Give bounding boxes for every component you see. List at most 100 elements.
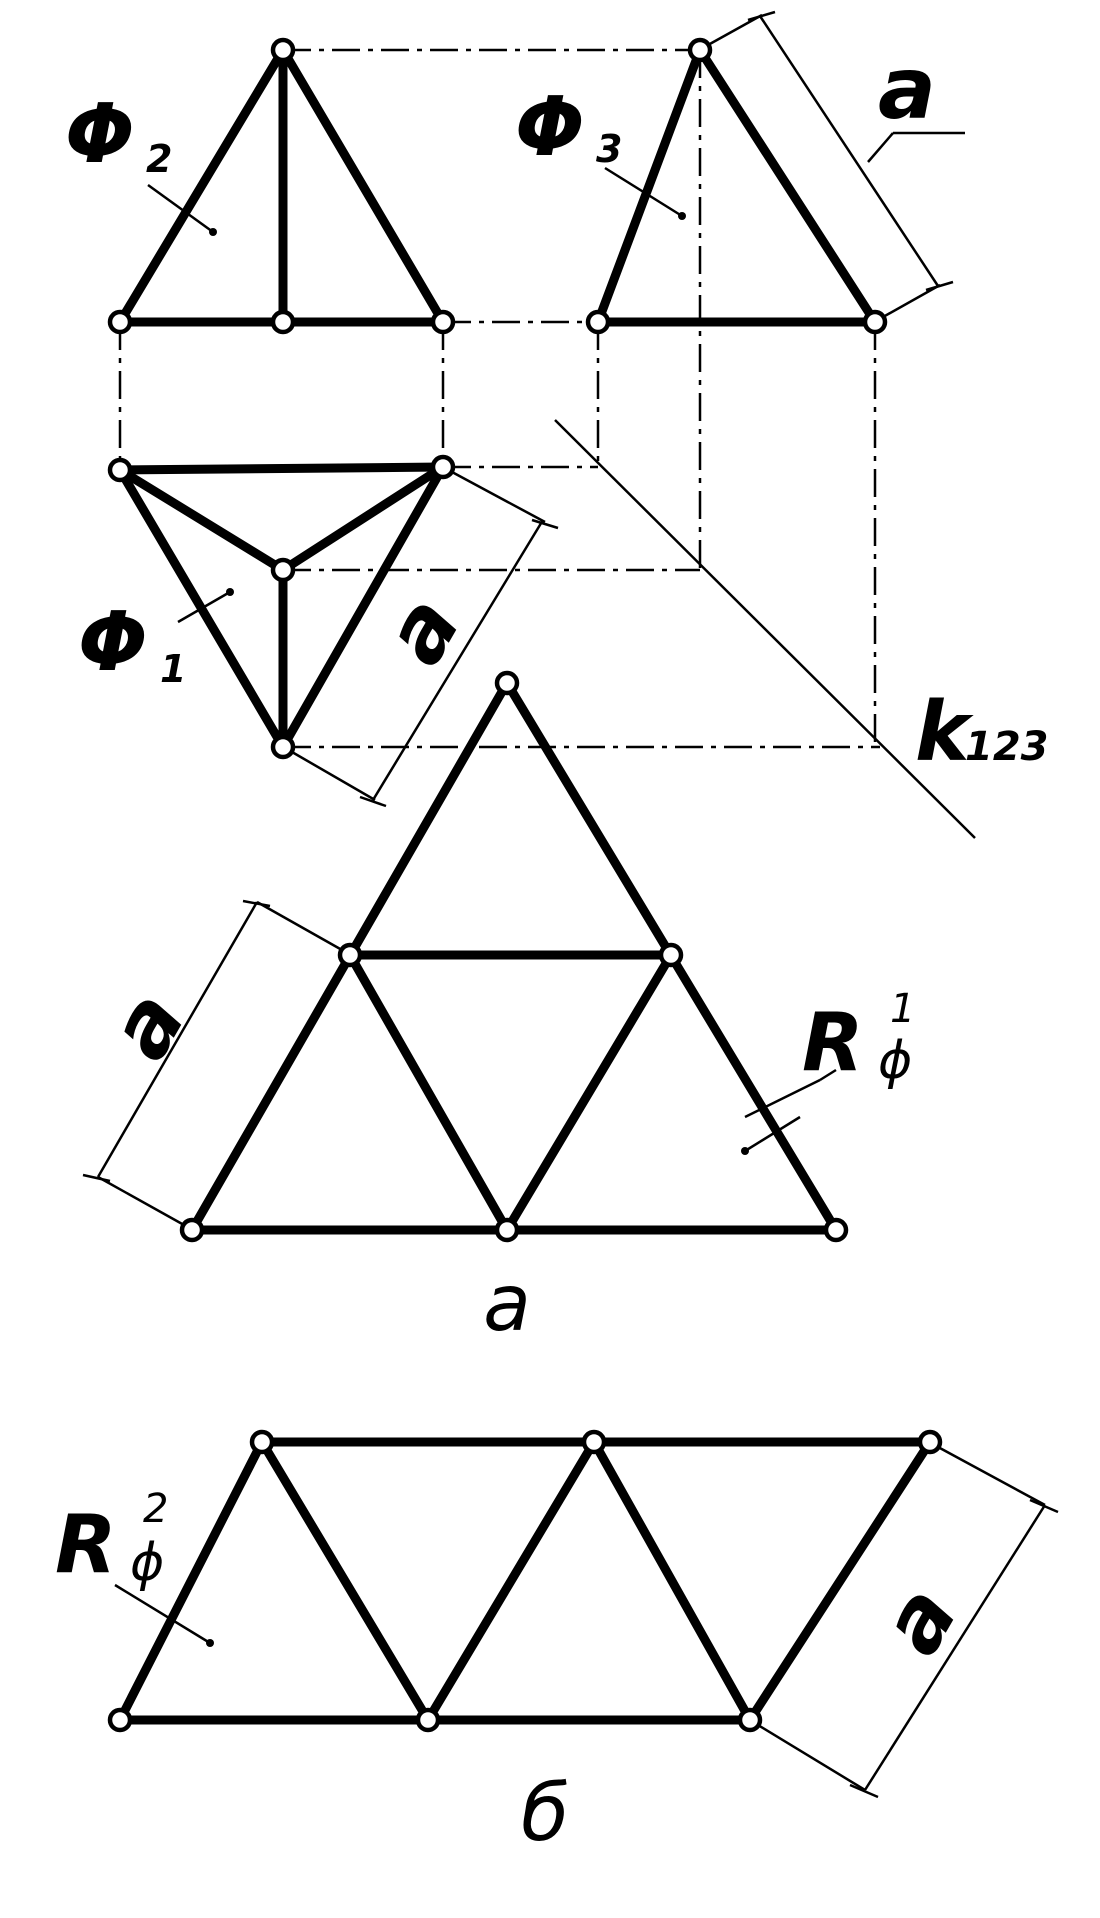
front-node-center	[270, 309, 296, 335]
top-node-left	[107, 457, 133, 483]
r1-node-base-left	[179, 1217, 205, 1243]
r1-leader-stem	[744, 1115, 801, 1153]
label-r1-sub: ϕ	[878, 1031, 912, 1091]
r2-node-top-2	[581, 1429, 607, 1455]
label-dim-right-strip: a	[862, 1570, 978, 1670]
projection-group: Φ 2 Φ 3 Φ 1 k 123 a a	[65, 10, 1049, 839]
r2-node-bottom-1	[107, 1707, 133, 1733]
dim-ext-bottom	[97, 1175, 185, 1227]
projection-lines	[118, 48, 880, 749]
dim-line	[371, 519, 545, 801]
r2-edge-1	[115, 1437, 267, 1725]
r1-edge-inner-left	[345, 950, 512, 1235]
dim-ext-bottom	[291, 750, 376, 802]
dim-ext-top	[937, 1445, 1046, 1507]
dim-tick-top	[1029, 1498, 1059, 1514]
label-dim-left: a	[90, 975, 206, 1075]
dim-tick-bottom	[82, 1173, 111, 1183]
phi1-leader-dot	[226, 588, 234, 596]
caption-part-a: a	[483, 1259, 531, 1349]
constant-line-k123	[554, 419, 976, 839]
dim-leader	[867, 132, 894, 163]
dim-tick-bottom	[359, 795, 387, 808]
dim-ext-top	[256, 900, 343, 952]
front-node-right	[430, 309, 456, 335]
dim-line	[758, 15, 940, 287]
side-node-right	[862, 309, 888, 335]
top-edge-center-left	[115, 465, 288, 575]
phi3-leader	[604, 166, 683, 218]
label-k123: k	[915, 685, 974, 780]
side-view	[585, 37, 888, 335]
side-edge-right	[695, 45, 880, 327]
development-r1: a R 1 ϕ a	[82, 670, 915, 1349]
label-r2-sub: ϕ	[130, 1533, 164, 1593]
r2-node-top-3	[917, 1429, 943, 1455]
dim-ext-bottom	[757, 1723, 866, 1792]
label-dim-middle: a	[365, 580, 481, 680]
label-phi3-sub: 3	[596, 127, 622, 171]
label-r1-sup: 1	[890, 986, 915, 1032]
dim-line	[96, 901, 259, 1178]
r1-leader-tail	[819, 1068, 837, 1082]
r1-node-mid-right	[658, 942, 684, 968]
top-edge-right	[278, 462, 448, 752]
r2-edge-5	[745, 1437, 935, 1725]
top-node-center	[270, 557, 296, 583]
label-phi3: Φ	[515, 80, 585, 175]
top-edge-center-right	[278, 462, 448, 575]
side-node-left	[585, 309, 611, 335]
label-phi2: Φ	[65, 87, 135, 182]
r2-edge-4	[589, 1437, 755, 1725]
r2-edge-3	[423, 1437, 599, 1725]
front-view	[107, 37, 456, 335]
r2-leader	[114, 1583, 211, 1645]
r2-node-bottom-3	[737, 1707, 763, 1733]
phi2-leader-dot	[209, 228, 217, 236]
r1-node-base-right	[823, 1217, 849, 1243]
label-phi2-sub: 2	[146, 137, 172, 181]
phi3-leader-dot	[678, 212, 686, 220]
r1-node-apex	[494, 670, 520, 696]
r2-leader-dot	[206, 1639, 214, 1647]
label-r1: R	[802, 996, 864, 1089]
r2-edge-2	[257, 1437, 433, 1725]
dim-ext-top	[451, 470, 546, 524]
label-k123-sub: 123	[965, 724, 1049, 770]
label-phi1-sub: 1	[160, 647, 186, 691]
r1-edge-inner-right	[502, 950, 676, 1235]
side-node-apex	[687, 37, 713, 63]
front-node-left	[107, 309, 133, 335]
side-edge-left	[593, 45, 705, 327]
dim-tick-top	[747, 10, 776, 22]
dimension-right-strip	[757, 1445, 1059, 1799]
caption-part-b: б	[521, 1769, 569, 1859]
front-edge-right	[278, 45, 448, 327]
dimension-middle	[291, 470, 559, 808]
dim-tick-top	[242, 899, 271, 908]
front-edge-left	[115, 45, 288, 327]
dim-tick-top	[531, 518, 559, 530]
label-phi1: Φ	[78, 595, 148, 690]
dim-ext-top	[707, 13, 763, 47]
r1-leader	[744, 1078, 821, 1119]
label-dim-top-right: a	[878, 39, 936, 139]
r2-node-top-1	[249, 1429, 275, 1455]
r1-node-base-center	[494, 1217, 520, 1243]
top-view	[107, 454, 456, 760]
r1-node-mid-left	[337, 942, 363, 968]
r2-node-bottom-2	[415, 1707, 441, 1733]
dimension-top-right	[707, 10, 965, 319]
development-r2: R 2 ϕ a б	[55, 1429, 1059, 1859]
dim-ext-bottom	[882, 283, 941, 319]
front-node-apex	[270, 37, 296, 63]
phi2-leader	[147, 183, 214, 234]
dim-tick-bottom	[849, 1783, 879, 1799]
top-node-right	[430, 454, 456, 480]
top-node-front	[270, 734, 296, 760]
label-r2-sup: 2	[143, 1486, 168, 1532]
dim-tick-bottom	[925, 280, 954, 292]
top-edge-back	[115, 462, 448, 475]
dimension-left	[82, 899, 343, 1227]
